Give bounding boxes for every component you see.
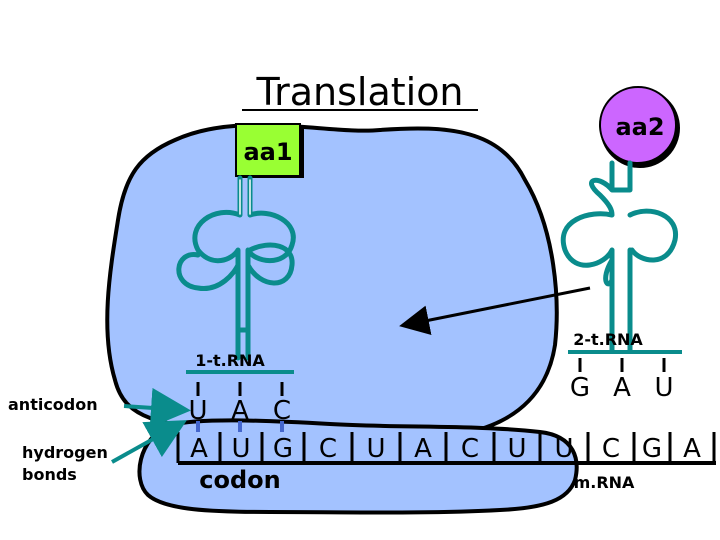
trna-1-stubs bbox=[186, 370, 294, 396]
aa2-circle bbox=[599, 86, 677, 164]
trna-2-label: 2-t.RNA bbox=[573, 330, 643, 349]
hydrogen-bonds-label-line-1: hydrogen bbox=[22, 443, 108, 462]
mrna-base-6: A bbox=[414, 434, 432, 464]
anticodon-pointer-arrow bbox=[123, 387, 191, 428]
mrna-base-5: U bbox=[366, 434, 385, 464]
anticodon-1-base-2: A bbox=[231, 396, 249, 426]
title: Translation bbox=[255, 70, 463, 114]
mrna-label: m.RNA bbox=[574, 473, 635, 492]
mrna-base-8: U bbox=[507, 434, 526, 464]
anticodon-2-base-3: U bbox=[654, 373, 673, 403]
hydrogen-bonds bbox=[196, 421, 284, 432]
trna-1 bbox=[176, 175, 296, 361]
trna-2-stubs bbox=[568, 350, 682, 372]
hydrogen-bonds-label-line-2: bonds bbox=[22, 465, 77, 484]
mrna-base-7: C bbox=[461, 434, 479, 464]
aa1-label: aa1 bbox=[243, 138, 292, 166]
mrna-base-10: C bbox=[602, 434, 620, 464]
incoming-trna-arrow bbox=[399, 286, 591, 336]
anticodon-side-label: anticodon bbox=[8, 395, 98, 414]
aa2-label: aa2 bbox=[615, 113, 664, 141]
ribosome-large-subunit bbox=[105, 122, 559, 442]
mrna-base-2: U bbox=[231, 434, 250, 464]
trna-1-label: 1-t.RNA bbox=[195, 351, 265, 370]
trna-2 bbox=[560, 160, 678, 353]
anticodon-1-base-1: U bbox=[188, 396, 207, 426]
mrna-base-9: U bbox=[554, 434, 573, 464]
mrna-base-3: G bbox=[273, 434, 293, 464]
aa1-box bbox=[235, 123, 301, 177]
mrna-base-12: A bbox=[683, 434, 701, 464]
anticodon-2-base-2: A bbox=[613, 373, 631, 403]
mrna-base-1: A bbox=[190, 434, 208, 464]
anticodon-2-base-1: G bbox=[570, 373, 590, 403]
hydrogen-bond-pointer-arrow bbox=[111, 420, 187, 464]
codon-label: codon bbox=[199, 466, 280, 494]
anticodon-1-base-3: C bbox=[273, 396, 291, 426]
ribosome-small-subunit bbox=[137, 418, 579, 515]
mrna-base-11: G bbox=[642, 434, 662, 464]
mrna-base-4: C bbox=[319, 434, 337, 464]
